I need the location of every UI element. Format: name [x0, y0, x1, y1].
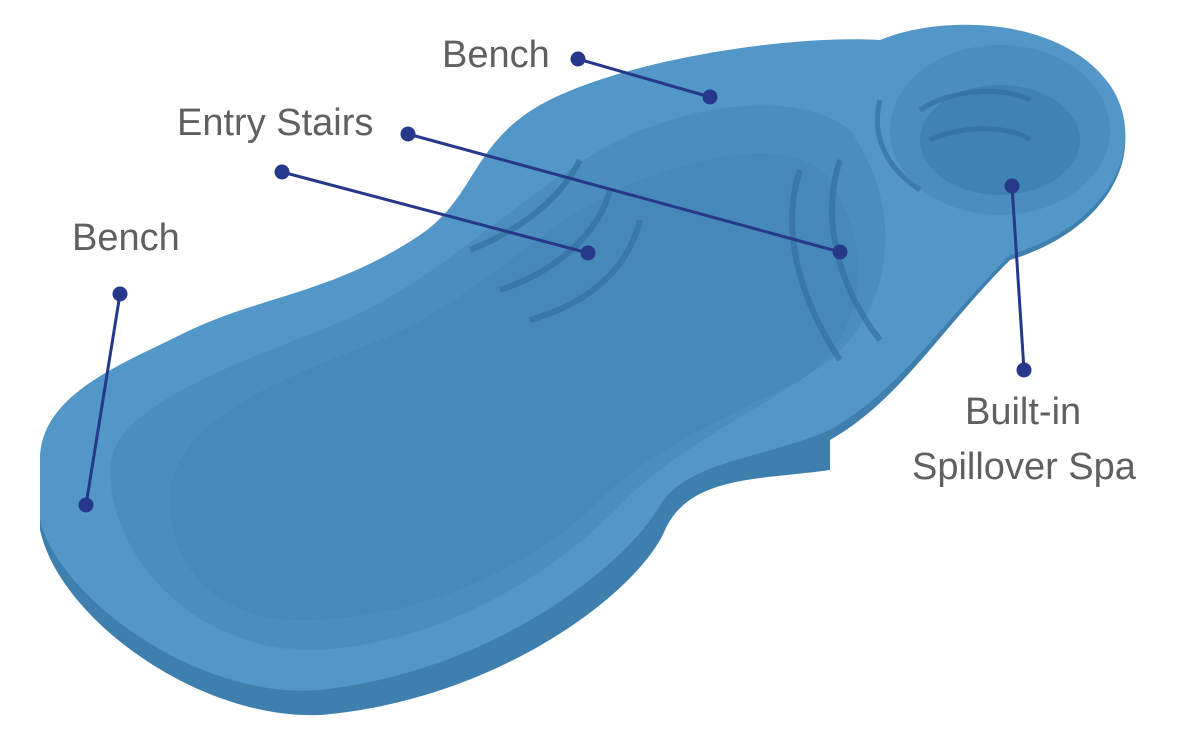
leader-spa [1010, 185, 1026, 371]
label-spa-line2: Spillover Spa [912, 446, 1136, 488]
leader-lines [78, 51, 1032, 513]
dot-bench-left-end [78, 497, 94, 513]
dot-entry-stairs-right-end [832, 244, 848, 260]
dot-entry-stairs-left-end [580, 245, 596, 261]
spillover-spa [920, 85, 1080, 195]
leader-bench-top [577, 57, 711, 99]
leader-entry-stairs-right [407, 132, 841, 254]
label-bench-left: Bench [72, 217, 180, 259]
spa-steps [874, 88, 1032, 193]
label-bench-top: Bench [442, 34, 550, 76]
dot-spa-start [1004, 178, 1020, 194]
dot-bench-top-start [570, 51, 586, 67]
pool-floor [170, 153, 859, 620]
label-spa-line1: Built-in [965, 391, 1082, 433]
entry-stairs [468, 158, 883, 362]
pool-illustration [40, 24, 1126, 716]
leader-entry-stairs-left [281, 170, 589, 255]
dot-bench-left-start [112, 286, 128, 302]
dot-entry-stairs-right-start [400, 126, 416, 142]
leader-bench-left [84, 293, 122, 506]
dot-entry-stairs-left-start [274, 164, 290, 180]
dot-spa-end [1016, 362, 1032, 378]
label-entry-stairs: Entry Stairs [177, 102, 374, 144]
dot-bench-top-end [702, 89, 718, 105]
